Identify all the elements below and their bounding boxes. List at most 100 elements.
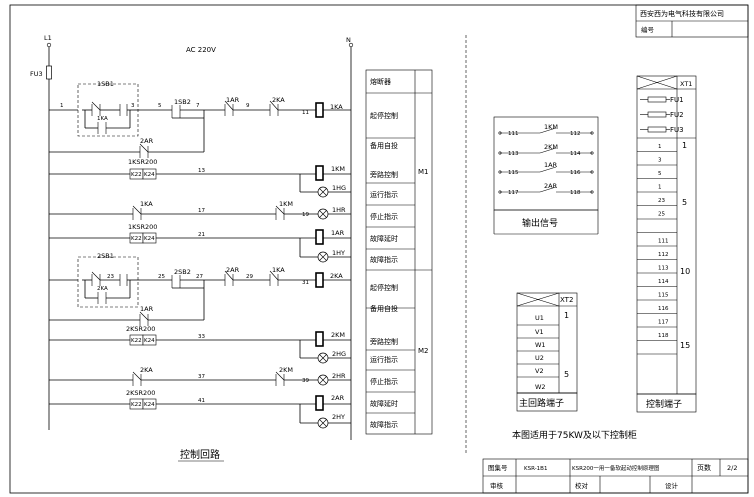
- svg-text:起停控制: 起停控制: [370, 283, 398, 292]
- svg-text:19: 19: [302, 212, 309, 218]
- svg-text:停止指示: 停止指示: [370, 377, 398, 386]
- company-name: 西安西为电气科技有限公司: [640, 9, 724, 18]
- svg-text:1KM: 1KM: [279, 200, 293, 208]
- svg-text:23: 23: [107, 274, 114, 280]
- svg-text:熔断器: 熔断器: [370, 77, 391, 86]
- svg-text:113: 113: [508, 151, 519, 157]
- fuse-label: FU3: [30, 70, 43, 78]
- number-label: 编号: [641, 25, 655, 34]
- svg-text:2KA: 2KA: [330, 272, 343, 280]
- terminal-row-label: 117: [658, 320, 669, 326]
- svg-text:2AR: 2AR: [544, 182, 558, 190]
- svg-text:V2: V2: [535, 367, 544, 375]
- svg-text:K24: K24: [144, 172, 155, 178]
- neutral-label: N: [346, 36, 351, 44]
- coil-1ar: [315, 229, 324, 245]
- svg-text:运行指示: 运行指示: [370, 190, 398, 199]
- svg-text:9: 9: [246, 103, 250, 109]
- svg-text:2AR: 2AR: [140, 137, 154, 145]
- svg-text:2KA: 2KA: [272, 96, 285, 104]
- svg-text:设计: 设计: [665, 481, 679, 490]
- svg-text:17: 17: [198, 208, 205, 214]
- svg-text:3: 3: [131, 103, 135, 109]
- svg-text:1SB2: 1SB2: [174, 98, 191, 106]
- svg-text:W1: W1: [535, 341, 546, 349]
- svg-text:故障延时: 故障延时: [370, 234, 398, 243]
- svg-text:39: 39: [302, 378, 309, 384]
- svg-text:起停控制: 起停控制: [370, 111, 398, 120]
- svg-text:运行指示: 运行指示: [370, 355, 398, 364]
- terminal-row-label: 115: [658, 293, 669, 299]
- phase-label: L1: [44, 34, 52, 42]
- svg-text:2KM: 2KM: [279, 366, 293, 374]
- svg-text:116: 116: [570, 170, 581, 176]
- svg-text:2KM: 2KM: [331, 331, 345, 339]
- svg-text:2KM: 2KM: [544, 143, 558, 151]
- svg-text:1KM: 1KM: [544, 123, 558, 131]
- svg-text:1: 1: [564, 311, 569, 320]
- svg-text:KSR-1B1: KSR-1B1: [524, 466, 547, 472]
- svg-text:112: 112: [570, 131, 581, 137]
- svg-text:K22: K22: [131, 402, 142, 408]
- svg-text:2AR: 2AR: [226, 266, 240, 274]
- svg-text:K24: K24: [144, 236, 155, 242]
- svg-text:审核: 审核: [490, 481, 504, 490]
- svg-text:停止指示: 停止指示: [370, 212, 398, 221]
- svg-text:1AR: 1AR: [226, 96, 240, 104]
- svg-text:2HR: 2HR: [332, 372, 346, 380]
- coil-2ka: [315, 272, 324, 288]
- svg-text:K22: K22: [131, 172, 142, 178]
- svg-text:旁路控制: 旁路控制: [370, 170, 398, 179]
- svg-text:U2: U2: [535, 354, 544, 362]
- svg-text:2SB1: 2SB1: [97, 252, 114, 260]
- circuit-caption: 控制回路: [180, 448, 220, 461]
- control-circuit: L1 N AC 220V FU3 1 1SB1 3 1K: [30, 34, 354, 462]
- terminal-row-label: 5: [658, 171, 662, 177]
- svg-text:1SB1: 1SB1: [97, 80, 114, 88]
- svg-text:15: 15: [680, 341, 690, 350]
- terminal-row-label: 1: [658, 144, 662, 150]
- svg-text:2KSR200: 2KSR200: [126, 389, 155, 397]
- svg-text:M1: M1: [418, 168, 429, 176]
- svg-text:7: 7: [196, 103, 200, 109]
- title-block: 西安西为电气科技有限公司 编号: [635, 4, 749, 38]
- terminal-row-label: 1: [658, 185, 662, 191]
- svg-text:118: 118: [570, 190, 581, 196]
- terminal-row-label: 118: [658, 333, 669, 339]
- coil-2ar: [315, 395, 324, 411]
- svg-text:115: 115: [508, 170, 519, 176]
- svg-text:1KA: 1KA: [97, 116, 108, 122]
- svg-text:10: 10: [680, 267, 690, 276]
- coil-2km: [315, 331, 324, 347]
- control-terminal-block: XT1 FU1 FU2 FU3 135123251111121131141151…: [636, 75, 697, 413]
- svg-text:1HG: 1HG: [332, 184, 346, 192]
- svg-text:备用自投: 备用自投: [370, 304, 398, 313]
- svg-text:备用自投: 备用自投: [370, 141, 398, 150]
- terminal-row-label: 113: [658, 266, 669, 272]
- svg-text:1KA: 1KA: [272, 266, 285, 274]
- svg-text:2KSR200: 2KSR200: [126, 325, 155, 333]
- applicability-note: 本图适用于75KW及以下控制柜: [512, 429, 637, 441]
- fuse-symbol: [46, 65, 52, 80]
- terminal-row-label: 23: [658, 198, 665, 204]
- bottom-title-block: 图集号 KSR-1B1 KSR200一用一备软起动控制原理图 页数 2/2 审核…: [482, 458, 749, 494]
- svg-text:5: 5: [682, 198, 687, 207]
- svg-text:5: 5: [158, 103, 162, 109]
- svg-text:KSR200一用一备软起动控制原理图: KSR200一用一备软起动控制原理图: [572, 464, 660, 472]
- svg-text:1KM: 1KM: [331, 165, 345, 173]
- svg-text:2SB2: 2SB2: [174, 268, 191, 276]
- svg-text:校对: 校对: [575, 481, 589, 490]
- svg-text:FU1: FU1: [670, 96, 684, 104]
- svg-text:27: 27: [196, 274, 203, 280]
- svg-text:1HY: 1HY: [332, 249, 345, 257]
- svg-text:V1: V1: [535, 328, 544, 336]
- svg-text:故障指示: 故障指示: [370, 255, 398, 264]
- svg-text:117: 117: [508, 190, 519, 196]
- terminal-row-label: 112: [658, 252, 669, 258]
- svg-text:2HG: 2HG: [332, 350, 346, 358]
- svg-text:2/2: 2/2: [727, 464, 737, 472]
- main-terminal-block: XT2 U1 V1 W1 U2 V2 W2 1 5 主回路端子: [516, 292, 578, 412]
- svg-text:5: 5: [564, 370, 569, 379]
- svg-text:旁路控制: 旁路控制: [370, 337, 398, 346]
